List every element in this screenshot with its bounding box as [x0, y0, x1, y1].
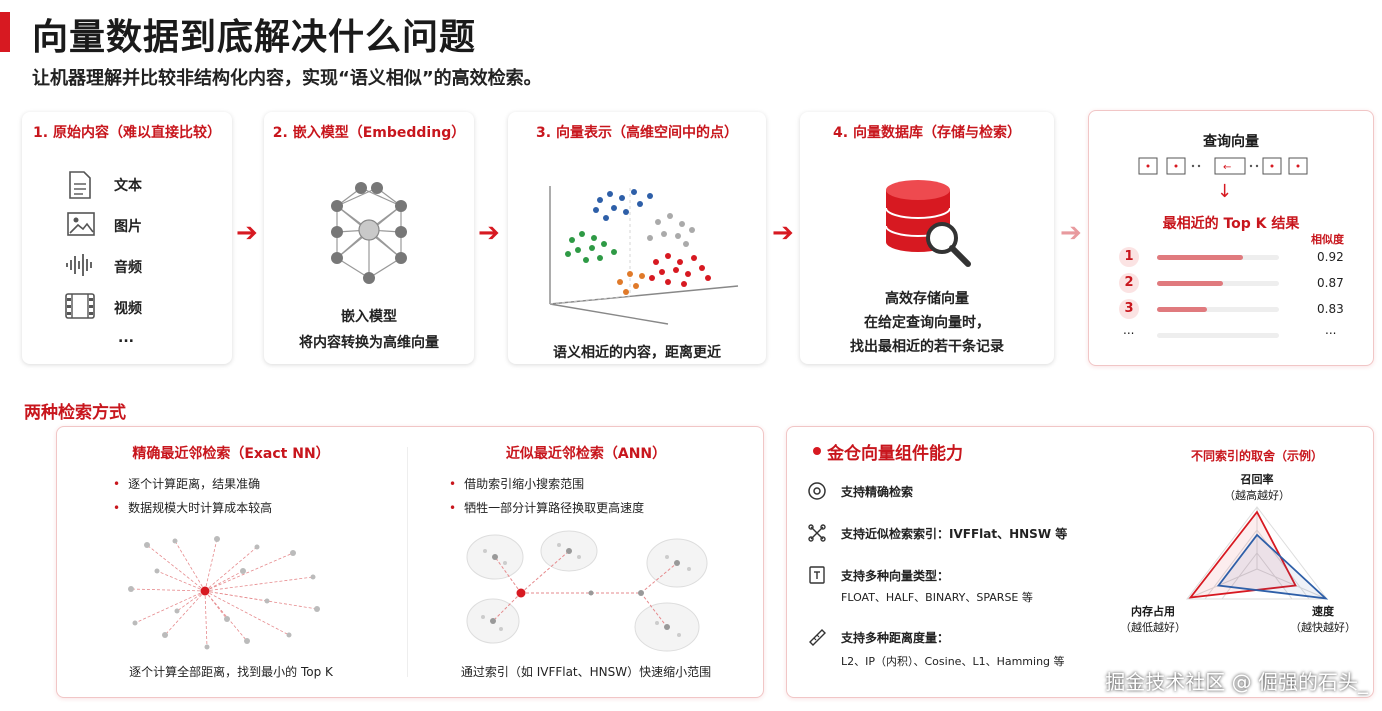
ann-illustration [466, 530, 708, 652]
step-card-embedding: 2. 嵌入模型（Embedding） 嵌入模型 将内容转换为高维向量 [264, 112, 474, 364]
capability-item: 支持多种向量类型： [841, 569, 950, 583]
exact-nn-bullet: 逐个计算距离，结果准确 [113, 475, 260, 492]
step-title: 3. 向量表示（高维空间中的点） [536, 125, 738, 141]
exact-nn-illustration [128, 536, 320, 650]
ann-title: 近似最近邻检索（ANN） [505, 446, 667, 462]
step-title: 2. 嵌入模型（Embedding） [272, 125, 466, 141]
content-type-image: 图片 [114, 219, 142, 235]
query-vector-title: 查询向量 [1203, 134, 1259, 150]
document-icon [69, 171, 91, 199]
database-search-icon [885, 180, 971, 267]
ruler-icon [809, 629, 826, 646]
similarity-score: 0.83 [1317, 302, 1344, 316]
step-caption: 找出最相近的若干条记录 [850, 339, 1004, 355]
radar-series-2 [1216, 533, 1329, 600]
title-accent-bar [0, 12, 10, 52]
audio-wave-icon [66, 254, 92, 276]
image-icon [67, 212, 95, 236]
capability-item: 支持精确检索 [841, 485, 914, 499]
exact-nn-title: 精确最近邻检索（Exact NN） [132, 446, 330, 462]
capabilities-title: 金仓向量组件能力 [827, 444, 963, 464]
step-title: 4. 向量数据库（存储与检索） [833, 125, 1021, 141]
content-type-text: 文本 [114, 178, 142, 194]
capability-item: 支持近似检索索引：IVFFlat、HNSW 等 [841, 527, 1068, 541]
ann-caption: 通过索引（如 IVFFlat、HNSW）快速缩小范围 [460, 665, 712, 679]
radar-axis-label: 内存占用 [1131, 605, 1175, 618]
capabilities-title-bullet [813, 447, 821, 455]
flow-arrow-icon: ➔ [478, 218, 500, 248]
query-vector-strip: ← [1138, 157, 1308, 175]
step-card-vector-db: 4. 向量数据库（存储与检索） 高效存储向量 在给定查询向量时， 找出最相近的若… [800, 112, 1054, 364]
target-icon [808, 482, 826, 500]
section-divider [407, 447, 408, 677]
similarity-bar-track [1157, 333, 1279, 338]
more-scores: ... [1325, 323, 1337, 337]
exact-nn-bullet: 数据规模大时计算成本较高 [113, 499, 272, 516]
rank-badge: 1 [1119, 247, 1139, 267]
retrieval-methods-panel: 精确最近邻检索（Exact NN） 逐个计算距离，结果准确 数据规模大时计算成本… [56, 426, 764, 698]
type-icon [809, 566, 825, 584]
network-icon [808, 524, 826, 542]
more-results: ... [1123, 323, 1135, 337]
content-type-video: 视频 [114, 301, 142, 317]
flow-arrow-icon: ➔ [772, 218, 794, 248]
radar-axis-label: 召回率 [1240, 473, 1274, 486]
similarity-header: 相似度 [1311, 233, 1344, 246]
content-type-audio: 音频 [114, 260, 142, 276]
step-card-vector-space: 3. 向量表示（高维空间中的点） [508, 112, 766, 364]
similarity-bar-track [1157, 307, 1279, 312]
capability-item: 支持多种距离度量： [841, 631, 950, 645]
ann-bullet: 借助索引缩小搜索范围 [449, 475, 584, 492]
step-title: 1. 原始内容（难以直接比较） [33, 125, 221, 141]
similarity-bar [1157, 281, 1223, 286]
similarity-bar [1157, 255, 1243, 260]
page-title: 向量数据到底解决什么问题 [32, 17, 477, 58]
query-topk-panel: 查询向量 ← ↓ 最相近的 Top K 结果 相似度 1 0.92 2 0.87… [1088, 110, 1374, 366]
step-caption: 嵌入模型 [341, 309, 397, 325]
section-title: 两种检索方式 [24, 403, 126, 423]
radar-axis-note: （越快越好） [1290, 621, 1356, 634]
rank-badge: 3 [1119, 299, 1139, 319]
step-card-raw-content: 1. 原始内容（难以直接比较） 文本 图片 音频 视频 ... [22, 112, 232, 364]
radar-title: 不同索引的取舍（示例） [1190, 449, 1323, 463]
step-caption: 将内容转换为高维向量 [299, 335, 439, 351]
content-type-more: ... [118, 330, 134, 346]
capability-detail: FLOAT、HALF、BINARY、SPARSE 等 [841, 591, 1033, 604]
capability-detail: L2、IP（内积）、Cosine、L1、Hamming 等 [841, 655, 1065, 668]
rank-badge: 2 [1119, 273, 1139, 293]
video-film-icon [65, 293, 95, 319]
down-arrow-icon: ↓ [1217, 181, 1233, 202]
radar-chart [1185, 506, 1329, 600]
svg-text:←: ← [1223, 162, 1231, 173]
step-caption: 在给定查询向量时， [864, 315, 990, 331]
exact-nn-caption: 逐个计算全部距离，找到最小的 Top K [129, 665, 333, 679]
step-caption: 高效存储向量 [885, 291, 969, 307]
page-subtitle: 让机器理解并比较非结构化内容，实现“语义相似”的高效检索。 [32, 68, 542, 89]
similarity-score: 0.87 [1317, 276, 1344, 290]
radar-axis-label: 速度 [1312, 605, 1334, 618]
step-caption: 语义相近的内容，距离更近 [553, 345, 721, 361]
vector-scatter-illustration [549, 186, 739, 325]
similarity-score: 0.92 [1317, 250, 1344, 264]
topk-result-title: 最相近的 Top K 结果 [1162, 216, 1300, 232]
capabilities-panel: 金仓向量组件能力 支持精确检索 支持近似检索索引：IVFFlat、HNSW 等 … [786, 426, 1374, 698]
flow-arrow-icon: ➔ [1060, 218, 1082, 248]
radar-axis-note: （越高越好） [1224, 489, 1290, 502]
flow-arrow-icon: ➔ [236, 218, 258, 248]
similarity-bar [1157, 307, 1207, 312]
neural-network-icon [331, 182, 407, 284]
ann-bullet: 牺牲一部分计算路径换取更高速度 [449, 499, 644, 516]
radar-axis-note: （越低越好） [1120, 621, 1186, 634]
watermark: 掘金技术社区 @ 倔强的石头_ [1105, 670, 1368, 694]
